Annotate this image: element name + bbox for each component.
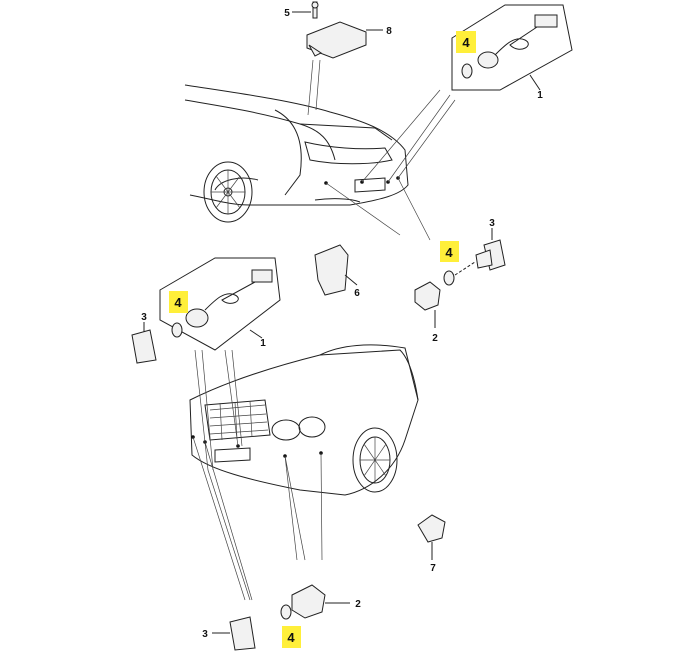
callout-4-washer-bottom: 4 [287,630,295,645]
rear-car-illustration [184,59,456,241]
mid-right-parts [314,228,506,328]
callout-8-module: 8 [386,26,392,37]
callout-4-washer-top: 4 [462,35,470,50]
callout-3-bracket-left: 3 [141,312,147,323]
bottom-parts [212,514,446,651]
callout-6-holder: 6 [354,288,360,299]
highlight-box [456,31,476,53]
highlight-box [440,241,459,262]
callout-2-sensor-bottom: 2 [355,599,361,610]
callout-2-sensor-mid: 2 [432,333,438,344]
callout-3-bracket-mid: 3 [489,218,495,229]
callout-4-washer-mid: 4 [445,245,453,260]
callout-7-clip: 7 [430,563,436,574]
callout-1-kit-top: 1 [537,90,543,101]
control-module-part [292,1,383,59]
highlight-box [169,291,188,313]
front-car-illustration [189,344,419,601]
sensor-kit-top-right [451,4,573,91]
callout-1-kit-left: 1 [260,338,266,349]
callout-3-bracket-bottom: 3 [202,629,208,640]
sensor-kit-left [131,257,281,364]
callout-5-screw: 5 [284,8,290,19]
highlight-box [282,626,301,648]
callout-4-washer-left: 4 [174,295,182,310]
